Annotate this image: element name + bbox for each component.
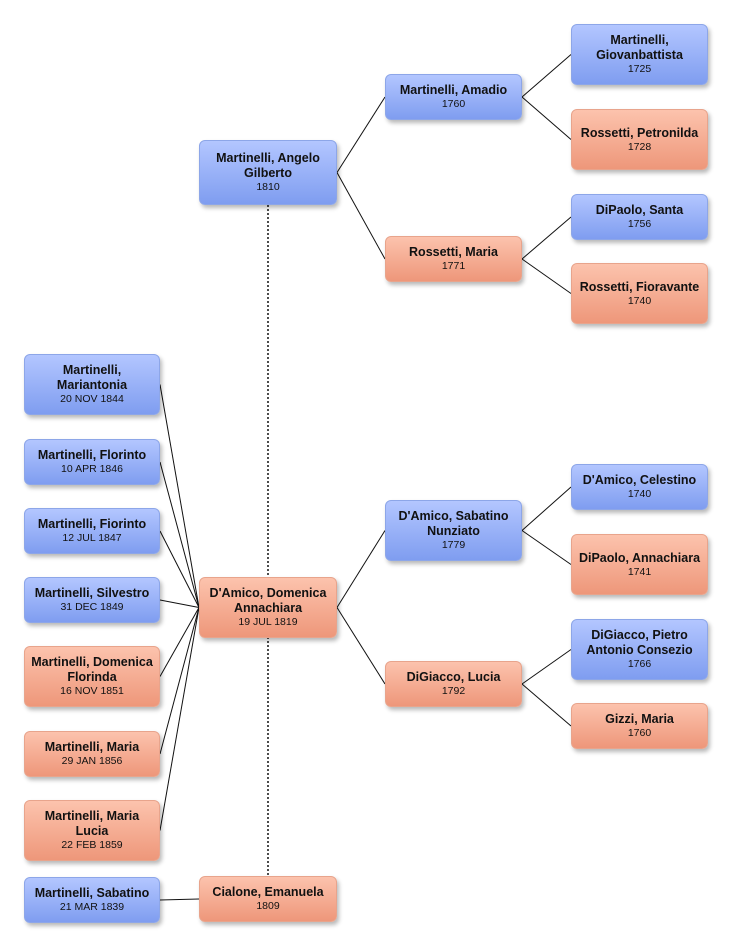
person-card-celestino-damico[interactable]: D'Amico, Celestino 1740 <box>571 464 708 510</box>
person-name: Rossetti, Maria <box>409 245 498 259</box>
person-name: D'Amico, Sabatino Nunziato <box>398 509 509 538</box>
child-link-domenica-silvestro <box>159 599 200 608</box>
parent-link-sabatino_d-celestino <box>521 486 572 531</box>
person-date: 10 APR 1846 <box>61 463 123 475</box>
parent-link-lucia-gizzi <box>521 683 572 727</box>
person-name: Martinelli, Angelo Gilberto <box>216 151 320 180</box>
person-name: D'Amico, Celestino <box>582 473 697 487</box>
person-card-florinto-martinelli[interactable]: Martinelli, Florinto 10 APR 1846 <box>24 439 160 485</box>
person-name: Martinelli, Maria Lucia <box>44 809 140 838</box>
person-card-angelo-gilberto-martinelli[interactable]: Martinelli, Angelo Gilberto 1810 <box>199 140 337 205</box>
person-date: 1760 <box>627 727 652 739</box>
person-card-emanuela-cialone[interactable]: Cialone, Emanuela 1809 <box>199 876 337 922</box>
parent-link-sabatino_d-annachiara <box>521 530 572 565</box>
person-name: Martinelli, Maria <box>44 740 140 754</box>
person-date: 1725 <box>627 63 652 75</box>
parent-link-amadio-giovanbattista <box>521 54 572 98</box>
person-date: 19 JUL 1819 <box>238 616 298 628</box>
parent-link-domenica-sabatino_d <box>336 530 386 608</box>
person-name: DiGiacco, Lucia <box>406 670 501 684</box>
parent-link-maria_r-santa <box>521 216 572 260</box>
person-card-silvestro-martinelli[interactable]: Martinelli, Silvestro 31 DEC 1849 <box>24 577 160 623</box>
person-name: DiPaolo, Annachiara <box>578 550 701 565</box>
person-date: 1810 <box>256 181 280 193</box>
person-date: 22 FEB 1859 <box>61 839 123 851</box>
person-date: 1779 <box>441 539 466 551</box>
person-card-sabatino-nunziato-damico[interactable]: D'Amico, Sabatino Nunziato 1779 <box>385 500 522 561</box>
person-card-maria-gizzi[interactable]: Gizzi, Maria 1760 <box>571 703 708 749</box>
person-card-sabatino-martinelli[interactable]: Martinelli, Sabatino 21 MAR 1839 <box>24 877 160 923</box>
person-date: 29 JAN 1856 <box>61 755 123 767</box>
person-name: Rossetti, Fioravante <box>579 279 700 294</box>
person-date: 20 NOV 1844 <box>60 393 124 405</box>
person-card-maria-lucia-martinelli[interactable]: Martinelli, Maria Lucia 22 FEB 1859 <box>24 800 160 861</box>
person-name: Martinelli, Giovanbattista <box>596 33 683 62</box>
person-date: 31 DEC 1849 <box>60 601 124 613</box>
person-name: DiPaolo, Santa <box>595 203 684 217</box>
person-card-maria-martinelli[interactable]: Martinelli, Maria 29 JAN 1856 <box>24 731 160 777</box>
person-date: 1760 <box>441 98 466 110</box>
parent-link-angelo-amadio <box>336 96 386 173</box>
parent-link-angelo-maria_r <box>336 172 386 260</box>
person-card-fioravante-rossetti[interactable]: Rossetti, Fioravante 1740 <box>571 263 708 324</box>
child-link-domenica-fiorinto <box>159 530 200 608</box>
person-card-petronilda-rossetti[interactable]: Rossetti, Petronilda 1728 <box>571 109 708 170</box>
child-link-domenica-florinto <box>159 461 200 608</box>
child-link-emanuela-sabatino_m <box>159 898 200 901</box>
parent-link-domenica-lucia <box>336 607 386 685</box>
person-date: 1756 <box>627 218 652 230</box>
person-date: 1809 <box>256 900 280 912</box>
person-card-santa-dipaolo[interactable]: DiPaolo, Santa 1756 <box>571 194 708 240</box>
person-date: 1728 <box>627 140 652 153</box>
child-link-domenica-marialucia <box>159 607 200 831</box>
person-card-pietro-antonio-consezio-digiacco[interactable]: DiGiacco, Pietro Antonio Consezio 1766 <box>571 619 708 680</box>
person-name: Martinelli, Florinto <box>37 448 147 462</box>
person-card-giovanbattista-martinelli[interactable]: Martinelli, Giovanbattista 1725 <box>571 24 708 85</box>
person-date: 12 JUL 1847 <box>62 532 122 544</box>
person-date: 1741 <box>627 565 652 578</box>
person-name: Martinelli, Amadio <box>399 83 508 97</box>
parent-link-amadio-petronilda <box>521 96 572 140</box>
parent-link-maria_r-fioravante <box>521 258 572 294</box>
person-card-mariantonia-martinelli[interactable]: Martinelli, Mariantonia 20 NOV 1844 <box>24 354 160 415</box>
person-name: DiGiacco, Pietro Antonio Consezio <box>586 628 693 657</box>
person-name: D'Amico, Domenica Annachiara <box>209 586 327 615</box>
person-card-lucia-digiacco[interactable]: DiGiacco, Lucia 1792 <box>385 661 522 707</box>
person-name: Martinelli, Fiorinto <box>37 517 147 531</box>
person-name: Martinelli, Mariantonia <box>56 363 128 392</box>
parent-link-lucia-pietro <box>521 649 572 685</box>
person-name: Gizzi, Maria <box>605 712 674 726</box>
child-link-domenica-maria_m <box>159 607 200 755</box>
person-card-annachiara-dipaolo[interactable]: DiPaolo, Annachiara 1741 <box>571 534 708 595</box>
person-name: Rossetti, Petronilda <box>580 125 699 140</box>
person-date: 16 NOV 1851 <box>60 685 124 697</box>
person-card-domenica-annachiara-damico[interactable]: D'Amico, Domenica Annachiara 19 JUL 1819 <box>199 577 337 638</box>
person-name: Cialone, Emanuela <box>212 885 324 899</box>
person-date: 1740 <box>627 294 652 307</box>
person-date: 21 MAR 1839 <box>59 901 125 913</box>
person-name: Martinelli, Sabatino <box>34 886 150 900</box>
person-name: Martinelli, Silvestro <box>34 586 150 600</box>
child-link-domenica-dflorinda <box>159 607 200 677</box>
person-date: 1766 <box>627 658 652 670</box>
person-card-fiorinto-martinelli[interactable]: Martinelli, Fiorinto 12 JUL 1847 <box>24 508 160 554</box>
person-date: 1771 <box>441 260 466 272</box>
person-card-domenica-florinda-martinelli[interactable]: Martinelli, Domenica Florinda 16 NOV 185… <box>24 646 160 707</box>
person-name: Martinelli, Domenica Florinda <box>31 655 153 684</box>
person-date: 1792 <box>441 685 466 697</box>
person-card-maria-rossetti[interactable]: Rossetti, Maria 1771 <box>385 236 522 282</box>
child-link-domenica-mariantonia <box>159 384 200 608</box>
person-date: 1740 <box>627 488 652 500</box>
person-card-amadio-martinelli[interactable]: Martinelli, Amadio 1760 <box>385 74 522 120</box>
